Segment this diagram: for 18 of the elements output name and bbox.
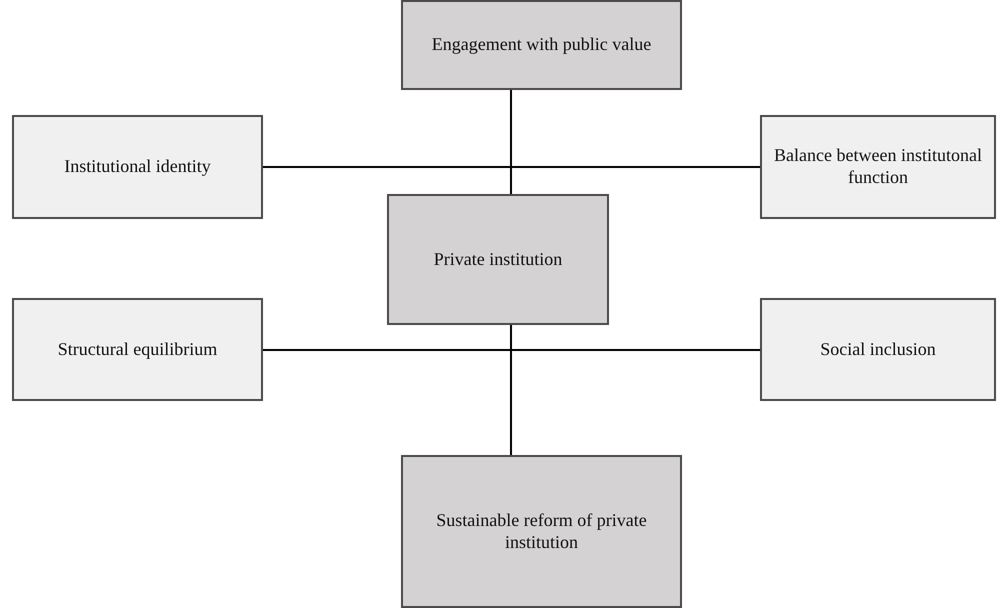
box-label: Balance between institutonal function xyxy=(773,145,983,189)
box-label: Structural equilibrium xyxy=(58,338,218,360)
connector-line xyxy=(510,90,512,194)
box-label: Sustainable reform of private institution xyxy=(435,510,648,554)
box-label: Social inclusion xyxy=(820,338,936,360)
connector-line xyxy=(263,349,760,351)
connector-line xyxy=(510,325,512,455)
concept-box xyxy=(12,115,263,219)
concept-box xyxy=(12,298,263,401)
box-label: Private institution xyxy=(434,248,562,270)
box-label: Engagement with public value xyxy=(432,34,652,56)
concept-box xyxy=(401,455,682,608)
concept-box xyxy=(760,298,996,401)
connector-line xyxy=(263,166,760,168)
concept-box xyxy=(387,194,609,325)
box-label: Institutional identity xyxy=(64,156,211,178)
concept-box xyxy=(401,0,682,90)
concept-box xyxy=(760,115,996,219)
